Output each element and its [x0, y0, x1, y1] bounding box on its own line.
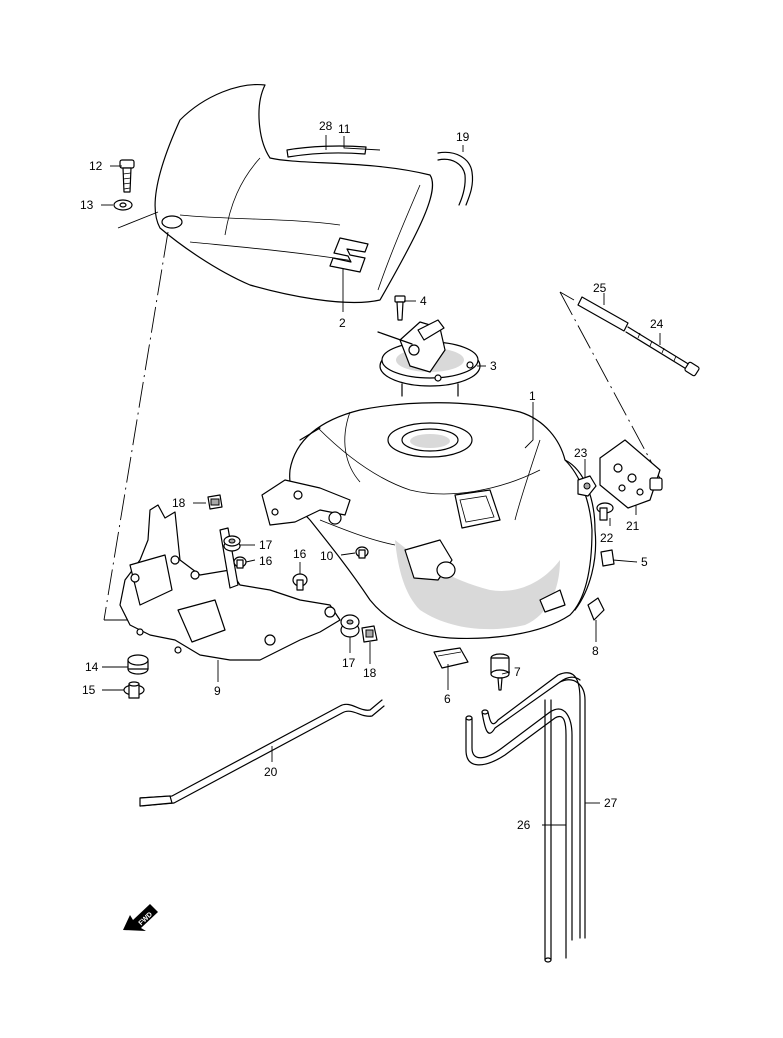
part-19-hose[interactable]	[437, 151, 474, 206]
part-13-washer[interactable]	[113, 199, 133, 211]
leader-lines	[101, 135, 661, 826]
alignment-line-left	[103, 231, 169, 621]
callout-4: 4	[420, 294, 427, 308]
callout-16-upper: 16	[259, 554, 273, 568]
callout-6: 6	[444, 692, 451, 706]
callout-23: 23	[574, 446, 588, 460]
callout-25: 25	[593, 281, 607, 295]
forward-arrow-icon: FWD	[123, 904, 158, 931]
callout-17-lower: 17	[342, 656, 356, 670]
callout-16-lower: 16	[293, 547, 307, 561]
callout-19: 19	[456, 130, 470, 144]
callout-3: 3	[490, 359, 497, 373]
callout-1: 1	[529, 389, 536, 403]
part-8-rubber-pad[interactable]	[587, 597, 605, 621]
callout-11: 11	[338, 122, 351, 136]
part-21-plate[interactable]	[599, 439, 663, 509]
callout-9: 9	[214, 684, 221, 698]
part-6-clamp[interactable]	[433, 647, 469, 669]
part-16-bolt-upper[interactable]	[233, 556, 247, 569]
part-18-clip-nut-upper[interactable]	[207, 494, 223, 510]
callout-20: 20	[264, 765, 278, 779]
part-24-long-bolt[interactable]	[625, 326, 700, 377]
part-16-bolt-lower[interactable]	[292, 573, 308, 591]
part-5-rubber-pad[interactable]	[600, 549, 615, 567]
part-11-tank-cover[interactable]	[154, 83, 434, 304]
part-3-fuel-cap[interactable]	[377, 319, 481, 397]
callout-22: 22	[600, 531, 614, 545]
part-28-strip[interactable]	[286, 145, 367, 158]
callout-5: 5	[641, 555, 648, 569]
alignment-line-right	[559, 291, 663, 483]
callout-18-lower: 18	[363, 666, 377, 680]
part-7-valve[interactable]	[490, 653, 510, 691]
part-14-cushion[interactable]	[127, 654, 149, 675]
part-9-bracket[interactable]	[119, 479, 351, 661]
callout-8: 8	[592, 644, 599, 658]
callout-2: 2	[339, 316, 346, 330]
callout-12: 12	[89, 159, 103, 173]
callout-17-upper: 17	[259, 538, 273, 552]
callout-21: 21	[626, 519, 640, 533]
part-18-clip-nut-lower[interactable]	[361, 625, 378, 643]
part-27-hose[interactable]	[481, 672, 586, 963]
part-4-screw[interactable]	[394, 295, 406, 321]
callout-7: 7	[514, 665, 521, 679]
part-1-fuel-tank[interactable]	[289, 402, 597, 639]
part-17-grommet-upper[interactable]	[223, 535, 241, 552]
callout-27: 27	[604, 796, 618, 810]
callout-26: 26	[517, 818, 531, 832]
suzuki-s-logo	[329, 237, 369, 273]
part-23-nut[interactable]	[577, 475, 597, 497]
callout-labels: 28 11 19 12 13 2 4 3 1 25 24 23 22 21 5 …	[80, 119, 664, 832]
callout-28: 28	[319, 119, 333, 133]
callout-15: 15	[82, 683, 96, 697]
part-17-grommet-lower[interactable]	[340, 614, 360, 638]
part-10-bolt[interactable]	[355, 546, 369, 559]
callout-18-upper: 18	[172, 496, 186, 510]
callout-13: 13	[80, 198, 94, 212]
part-20-hose[interactable]	[139, 699, 385, 807]
callout-14: 14	[85, 660, 99, 674]
callout-10: 10	[320, 549, 334, 563]
part-15-collar[interactable]	[123, 681, 145, 699]
part-12-bolt[interactable]	[119, 159, 135, 193]
callout-24: 24	[650, 317, 664, 331]
part-22-bolt[interactable]	[596, 502, 614, 521]
part-26-hose[interactable]	[465, 708, 573, 959]
part-25-rod-sleeve[interactable]	[577, 296, 629, 332]
